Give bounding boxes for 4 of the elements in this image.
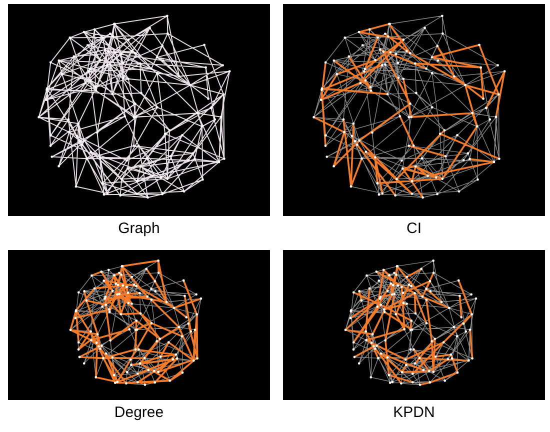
panel-caption: Graph [118, 220, 160, 237]
panel-caption: KPDN [393, 404, 435, 421]
panel-caption: CI [406, 220, 422, 237]
panel-caption: Degree [114, 404, 164, 421]
